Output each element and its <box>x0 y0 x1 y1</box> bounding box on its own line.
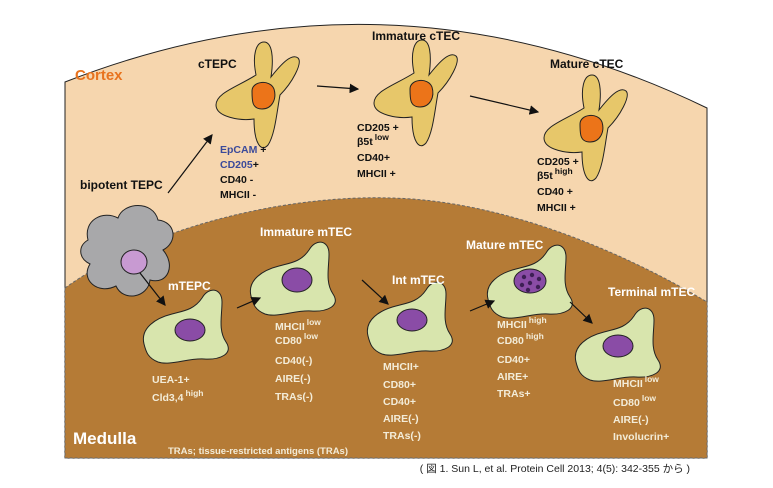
arrow-mtepc-to-immature-mtec <box>236 296 262 309</box>
arrow-bipotent-to-ctepc <box>167 134 213 194</box>
terminal-mtec-nucleus <box>602 334 634 358</box>
immature-mtec-cell <box>249 241 336 316</box>
arrow-immature-to-mature-ctec <box>469 95 540 115</box>
label-immature-ctec: Immature cTEC <box>372 29 460 43</box>
marker-item: TRAs(-) <box>275 391 313 403</box>
terminal-mtec-cell <box>574 307 661 382</box>
marker-item: MHCII + <box>357 168 396 180</box>
marker-item: MHCII + <box>537 202 576 214</box>
label-mtepc: mTEPC <box>168 279 211 293</box>
marker-item: TRAs+ <box>497 388 531 400</box>
marker-item: MHCII - <box>220 189 257 201</box>
marker-item: CD205+ <box>220 159 259 171</box>
int-mtec-cell <box>366 281 453 356</box>
cortex-label: Cortex <box>75 67 123 84</box>
ctepc-cell <box>215 41 300 149</box>
marker-item: CD40 - <box>220 174 254 186</box>
citation: ( 図 1. Sun L, et al. Protein Cell 2013; … <box>420 463 690 475</box>
marker-item: EpCAM + <box>220 144 266 156</box>
arrow-ctepc-to-immature-ctec <box>316 83 360 94</box>
marker-item: AIRE(-) <box>275 373 311 385</box>
marker-item: CD205 + <box>357 122 399 134</box>
marker-item: UEA-1+ <box>152 374 190 386</box>
marker-item: Involucrin+ <box>613 431 669 443</box>
medulla-label: Medulla <box>73 429 137 448</box>
bipotent-tepc-cell <box>80 205 174 297</box>
markers-int-mtec: MHCII+ CD80+ CD40+ AIRE(-) TRAs(-) <box>383 361 421 442</box>
label-bipotent-tepc: bipotent TEPC <box>80 178 163 192</box>
label-terminal-mtec: Terminal mTEC <box>608 285 695 299</box>
arrow-bipotent-to-mtepc <box>139 272 166 306</box>
marker-item: CD40+ <box>497 354 530 366</box>
mature-mtec-cell <box>486 244 573 319</box>
footnote: TRAs; tissue-restricted antigens (TRAs) <box>168 446 348 457</box>
label-mature-mtec: Mature mTEC <box>466 238 544 252</box>
marker-item: AIRE(-) <box>613 414 649 426</box>
label-int-mtec: Int mTEC <box>392 273 445 287</box>
immature-ctec-nucleus <box>409 80 434 108</box>
marker-item: AIRE+ <box>497 371 528 383</box>
marker-item: MHCII+ <box>383 361 419 373</box>
label-immature-mtec: Immature mTEC <box>260 225 352 239</box>
mtepc-cell <box>142 289 229 364</box>
differentiation-arrows <box>139 83 593 324</box>
markers-ctepc: EpCAM + CD205+ CD40 - MHCII - <box>220 144 266 201</box>
marker-item: TRAs(-) <box>383 430 421 442</box>
arrow-mature-to-terminal-mtec <box>569 301 593 324</box>
marker-item: CD40(-) <box>275 355 312 367</box>
label-mature-ctec: Mature cTEC <box>550 57 624 71</box>
bipotent-tepc-nucleus <box>120 249 148 275</box>
marker-item: CD40 + <box>537 186 573 198</box>
mature-ctec-nucleus <box>579 115 604 143</box>
mtepc-nucleus <box>174 318 206 342</box>
marker-item: CD80+ <box>383 379 416 391</box>
ctepc-nucleus <box>251 82 276 110</box>
immature-mtec-nucleus <box>281 267 313 293</box>
marker-item: CD205 + <box>537 156 579 168</box>
arrow-immature-to-int-mtec <box>361 279 389 305</box>
marker-item: AIRE(-) <box>383 413 419 425</box>
int-mtec-nucleus <box>396 308 428 332</box>
label-ctepc: cTEPC <box>198 57 237 71</box>
marker-item: CD40+ <box>357 152 390 164</box>
aire-granules <box>519 272 542 293</box>
immature-ctec-cell <box>373 39 458 147</box>
arrow-int-to-mature-mtec <box>469 299 496 312</box>
marker-item: CD40+ <box>383 396 416 408</box>
mature-ctec-cell <box>543 74 628 182</box>
